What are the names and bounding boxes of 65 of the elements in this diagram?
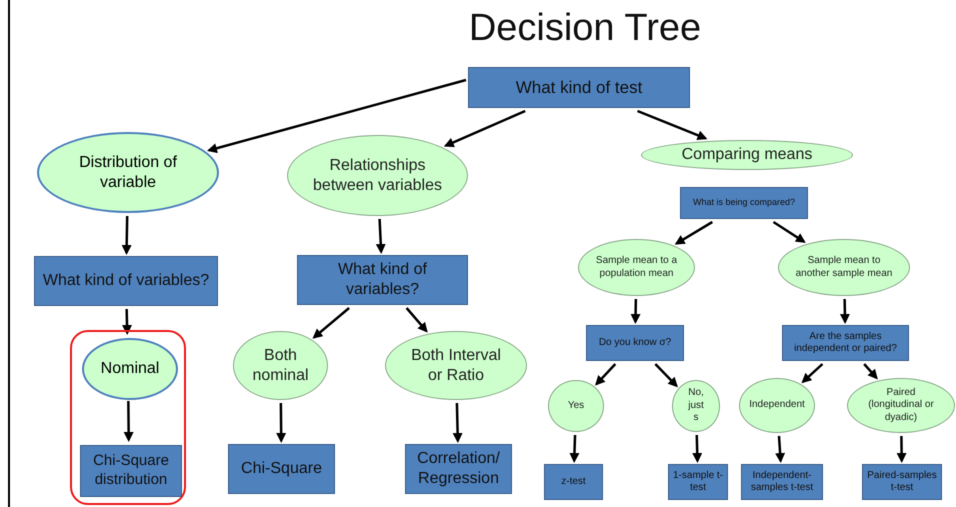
- node-label: Both nominal: [251, 346, 310, 386]
- node-label: Comparing means: [680, 145, 814, 165]
- node-label: Are the samples independent or paired?: [793, 330, 898, 356]
- arrow: [630, 298, 641, 324]
- node-label: Do you know σ?: [598, 336, 672, 350]
- node-label: Nominal: [100, 359, 160, 379]
- category-ellipse: [672, 380, 720, 432]
- arrow: [122, 308, 132, 335]
- node-label: Distribution of variable: [78, 152, 178, 192]
- arrow: [692, 434, 702, 463]
- node-label: Paired (longitudinal or dyadic): [867, 386, 935, 424]
- process-box: [680, 187, 808, 219]
- node-label: Independent-samples t-test: [750, 470, 814, 494]
- node-label: Sample mean to another sample mean: [794, 255, 894, 280]
- process-box: [668, 464, 728, 500]
- process-box: [782, 325, 909, 361]
- arrow: [444, 110, 526, 148]
- node-label: Sample mean to a population mean: [594, 255, 678, 280]
- process-box: [228, 444, 335, 494]
- process-box: [80, 445, 182, 497]
- arrow: [569, 434, 580, 463]
- process-box: [468, 67, 690, 108]
- process-box: [544, 464, 603, 500]
- process-box: [34, 256, 218, 306]
- node-label: What kind of variables?: [42, 271, 210, 291]
- arrow: [312, 307, 350, 339]
- arrow: [896, 436, 907, 463]
- node-label: Correlation/ Regression: [416, 449, 501, 489]
- arrow: [595, 363, 616, 386]
- node-label: No, just s: [687, 387, 705, 425]
- arrow: [406, 307, 428, 333]
- node-label: Chi-Square: [240, 459, 323, 479]
- node-label: Yes: [566, 400, 586, 412]
- arrow: [637, 110, 708, 140]
- node-label: What is being compared?: [692, 197, 796, 209]
- arrow: [276, 402, 286, 443]
- arrow: [863, 363, 878, 380]
- arrow: [654, 363, 678, 388]
- arrow: [124, 401, 134, 442]
- category-ellipse: [548, 380, 604, 432]
- node-label: z-test: [560, 476, 587, 488]
- arrow: [772, 220, 806, 243]
- arrow: [122, 216, 132, 255]
- title: Decision Tree: [468, 6, 702, 51]
- arrow: [674, 220, 713, 245]
- arrow: [376, 218, 386, 254]
- node-label: Chi-Square distribution: [92, 452, 170, 490]
- node-label: Independent: [748, 399, 806, 412]
- node-label: Both Interval or Ratio: [410, 346, 502, 386]
- arrow: [452, 402, 463, 443]
- process-box: [405, 444, 512, 494]
- node-label: Paired-samples t-test: [866, 470, 938, 494]
- process-box: [297, 255, 468, 305]
- process-box: [862, 464, 942, 500]
- highlight-frame: [70, 330, 186, 505]
- node-label: Relationships between variables: [312, 156, 443, 196]
- arrow: [840, 298, 850, 324]
- arrow: [801, 363, 824, 384]
- node-label: 1-sample t-test: [672, 470, 724, 494]
- process-box: [741, 464, 823, 500]
- arrow: [206, 78, 466, 154]
- process-box: [586, 325, 684, 361]
- node-label: What kind of test: [514, 76, 644, 98]
- arrow: [775, 436, 786, 463]
- node-label: What kind of variables?: [337, 260, 428, 300]
